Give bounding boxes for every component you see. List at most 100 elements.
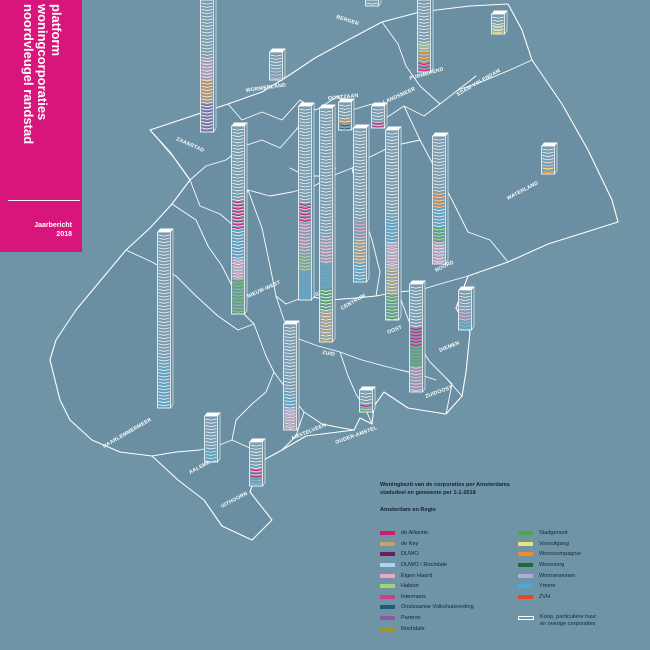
tower-corporation-floor [201, 100, 213, 103]
tower-corporation-floor [201, 113, 213, 116]
tower-floor [386, 299, 398, 301]
tower-floor [320, 318, 332, 321]
legend-swatch [380, 584, 395, 589]
tower-floor [354, 130, 366, 133]
tower-corporation-floor [433, 242, 445, 245]
tower-corporation-floor [201, 110, 213, 113]
tower-cap [283, 320, 299, 324]
tower-corporation-floor [299, 232, 311, 236]
tower-floor [320, 168, 332, 171]
tower-floor [205, 453, 217, 456]
tower-floor [339, 120, 351, 123]
tower-corporation-floor [433, 192, 445, 195]
tower-corporation-floor [299, 239, 311, 242]
tower-floor [232, 221, 244, 224]
tower-floor [158, 263, 170, 266]
tower-corporation-floor [158, 373, 170, 376]
legend-item: de Alliantie [380, 528, 474, 539]
tower-floor [250, 444, 262, 447]
tower-floor [201, 5, 213, 8]
tower-floor [354, 217, 366, 219]
tower-floor [433, 228, 445, 231]
tower-floor [418, 47, 430, 50]
tower-floor [433, 234, 445, 237]
tower-corporation-floor [410, 353, 422, 357]
tower-corporation-floor [418, 42, 430, 46]
tower-floor [299, 204, 311, 207]
tower-floor [284, 387, 296, 390]
tower-floor [158, 343, 170, 346]
tower-corporation-floor [158, 382, 170, 386]
tower-corporation-floor [299, 287, 311, 290]
tower-floor [433, 212, 445, 215]
tower-floor [320, 216, 332, 219]
tower-floor [386, 295, 398, 298]
tower-corporation-floor [433, 251, 445, 254]
tower-corporation-floor [158, 389, 170, 392]
tower-corporation-floor [372, 122, 384, 125]
tower-corporation-floor [320, 288, 332, 291]
tower-corporation-floor [433, 204, 445, 208]
legend-koop-text: Koop, particuliere huur en overige corpo… [540, 614, 596, 628]
tower-floor [386, 215, 398, 218]
tower-floor [320, 245, 332, 247]
tower-floor [386, 174, 398, 177]
tower-floor [201, 57, 213, 59]
tower-corporation-floor [354, 223, 366, 226]
tower-floor [158, 324, 170, 327]
tower-corporation-floor [299, 203, 311, 206]
legend-swatch-koop [518, 616, 534, 620]
legend-label: ZVH [539, 593, 551, 600]
legend-label: de Alliantie [401, 530, 429, 537]
tower-corporation-floor [320, 294, 332, 298]
tower-floor [299, 143, 311, 146]
tower-floor [284, 422, 296, 425]
tower-corporation-floor [410, 373, 422, 376]
tower-corporation-floor [410, 389, 422, 392]
tower-floor [320, 152, 332, 155]
tower-corporation-floor [354, 263, 366, 266]
tower-floor [299, 211, 311, 213]
tower-cap [353, 124, 369, 128]
tower-floor [320, 325, 332, 327]
legend-swatch [380, 552, 395, 557]
tower-floor [299, 153, 311, 156]
tower-corporation-floor [158, 363, 170, 366]
legend-label: Wormerwonen [539, 572, 576, 579]
tower-corporation-floor [232, 251, 244, 254]
tower-waterland [541, 141, 558, 175]
tower-west [298, 101, 315, 301]
tower-floor [386, 203, 398, 205]
tower-floor [410, 286, 422, 289]
tower-corporation-floor [201, 116, 213, 119]
tower-floor [201, 50, 213, 53]
tower-corporation-floor [158, 366, 170, 370]
tower-corporation-floor [320, 277, 332, 280]
tower-floor [386, 209, 398, 212]
tower-floor [299, 172, 311, 175]
tower-floor [158, 401, 170, 403]
tower-corporation-floor [232, 267, 244, 271]
tower-floor [386, 283, 398, 285]
tower-side [398, 125, 402, 321]
tower-side [332, 103, 336, 343]
tower-purmerend [417, 0, 434, 73]
tower-floor [354, 265, 366, 267]
tower-floor [354, 249, 366, 251]
tower-floor [232, 128, 244, 131]
tower-haarlemmermeer [157, 227, 174, 409]
tower-floor [320, 133, 332, 135]
tower-floor [158, 391, 170, 394]
tower-floor [205, 447, 217, 450]
tower-floor [492, 16, 504, 19]
tower-corporation-floor [158, 379, 170, 382]
tower-zuidoost [409, 279, 426, 393]
tower-corporation-floor [299, 281, 311, 284]
tower-floor [320, 296, 332, 299]
tower-floor [284, 377, 296, 380]
tower-floor [354, 197, 366, 200]
tower-floor [299, 191, 311, 194]
tower-floor [354, 172, 366, 175]
tower-floor [386, 177, 398, 180]
tower-floor [320, 229, 332, 231]
